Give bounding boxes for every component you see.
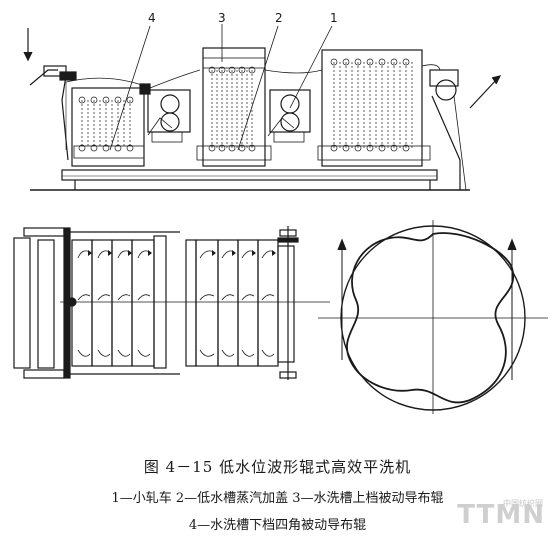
washer-diagram: 4 3 2 1 [13,11,548,414]
roller-profile [318,220,548,414]
watermark-logo: TTMN [457,500,545,530]
legend-line-1: 1—小轧车 2—低水槽蒸汽加盖 3—水洗槽上档被动导布辊 [111,491,444,506]
callout-4: 4 [148,11,156,25]
callout-3: 3 [218,11,226,25]
callout-1: 1 [330,11,338,25]
watermark-subtext: 中国纺织网 [503,499,543,508]
callout-2: 2 [275,11,283,25]
plan-view [13,226,330,380]
figure-title: 图 4－15 低水位波形辊式高效平洗机 [143,458,412,476]
legend-line-2: 4—水洗槽下档四角被动导布辊 [188,518,367,533]
side-view [23,24,502,191]
